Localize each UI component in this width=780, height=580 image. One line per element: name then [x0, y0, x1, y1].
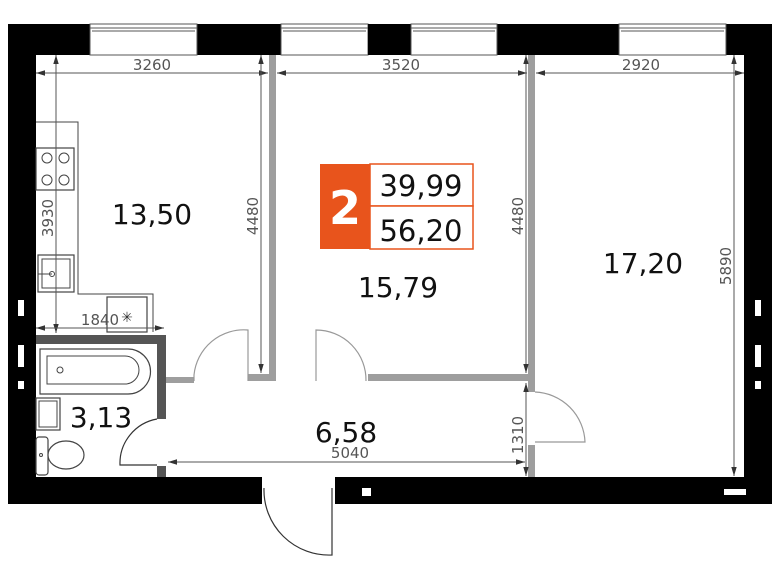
door-right-room	[534, 391, 586, 443]
dim-kitchen-width: 1840	[81, 311, 119, 329]
dim-left-room-height: 4480	[244, 197, 262, 235]
dimension-lines	[36, 55, 744, 476]
dim-middle-room-height: 4480	[509, 197, 527, 235]
living-area: 39,99	[379, 169, 462, 203]
window-middle-2	[410, 23, 498, 56]
dim-top-left: 3260	[133, 56, 171, 74]
area-kitchen: 13,50	[112, 198, 192, 231]
dim-hallway-height: 1310	[509, 416, 527, 454]
stove-icon	[35, 147, 75, 191]
bathroom-fixtures	[35, 348, 152, 476]
area-hallway: 6,58	[315, 416, 377, 449]
door-middle-room	[315, 329, 367, 382]
interior-walls	[36, 55, 535, 477]
svg-text:✳: ✳	[121, 310, 133, 326]
bathtub-icon	[39, 348, 152, 395]
apartment-badge: 2 39,99 56,20	[320, 163, 474, 250]
dim-hallway-width: 5040	[331, 444, 369, 462]
window-middle-1	[280, 23, 369, 56]
door-kitchen	[193, 329, 249, 381]
area-middle-room: 15,79	[358, 271, 438, 304]
total-area: 56,20	[379, 214, 462, 248]
windows	[89, 23, 727, 56]
dim-right-room-height: 5890	[717, 247, 735, 285]
exterior-walls	[8, 24, 772, 504]
window-kitchen	[89, 23, 198, 56]
area-right-room: 17,20	[603, 247, 683, 280]
dim-kitchen-height: 3930	[39, 199, 57, 237]
door-bathroom	[119, 418, 158, 466]
dim-top-middle: 3520	[382, 56, 420, 74]
wall-vents	[18, 300, 761, 496]
rooms-count: 2	[329, 181, 361, 235]
dim-top-right: 2920	[622, 56, 660, 74]
washbasin-icon	[35, 397, 61, 431]
area-bathroom: 3,13	[70, 401, 132, 434]
window-right	[618, 23, 727, 56]
rooms-count-box	[320, 164, 370, 249]
doors	[119, 329, 586, 556]
door-entrance	[263, 487, 333, 556]
